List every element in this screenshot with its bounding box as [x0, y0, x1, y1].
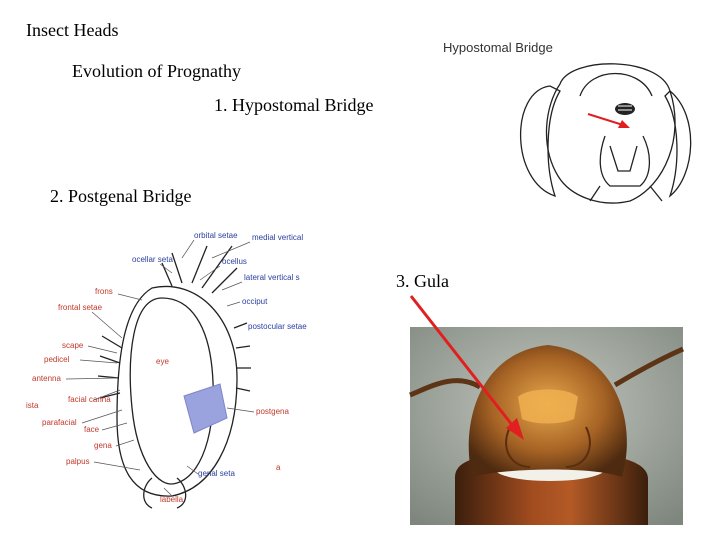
- label-genal-seta: genal seta: [198, 469, 235, 478]
- label-occiput: occiput: [242, 297, 268, 306]
- label-medial-vertical: medial vertical: [252, 233, 303, 242]
- label-lateral-vertical: lateral vertical s: [244, 273, 300, 282]
- label-a: a: [276, 463, 281, 472]
- label-frontal-setae: frontal setae: [58, 303, 103, 312]
- list-item-gula: 3. Gula: [396, 271, 449, 291]
- slide-subtitle: Evolution of Prognathy: [72, 61, 241, 81]
- label-pedicel: pedicel: [44, 355, 70, 364]
- slide-title: Insect Heads: [26, 20, 119, 40]
- label-gena: gena: [94, 441, 112, 450]
- label-parafacial: parafacial: [42, 418, 77, 427]
- label-orbital-setae: orbital setae: [194, 231, 238, 240]
- label-frons: frons: [95, 287, 113, 296]
- label-postgena: postgena: [256, 407, 289, 416]
- label-face: face: [84, 425, 100, 434]
- list-item-hypostomal-bridge: 1. Hypostomal Bridge: [214, 95, 374, 115]
- label-palpus: palpus: [66, 457, 90, 466]
- label-facial-carina: facial carina: [68, 395, 111, 404]
- label-postocular-setae: postocular setae: [248, 322, 307, 331]
- label-antenna: antenna: [32, 374, 61, 383]
- fly-head-diagram: orbital setae medial vertical ocellar se…: [26, 231, 307, 509]
- label-scape: scape: [62, 341, 84, 350]
- label-ista: ista: [26, 401, 39, 410]
- label-ocellar-seta: ocellar seta: [132, 255, 173, 264]
- label-ocellus: ocellus: [222, 257, 247, 266]
- list-item-postgenal-bridge: 2. Postgenal Bridge: [50, 186, 192, 206]
- hypostomal-caption: Hypostomal Bridge: [443, 40, 553, 55]
- label-labella: labella: [160, 495, 184, 504]
- hypostomal-bridge-figure: Hypostomal Bridge: [443, 40, 692, 204]
- label-eye: eye: [156, 357, 169, 366]
- gula-photo: [409, 327, 685, 525]
